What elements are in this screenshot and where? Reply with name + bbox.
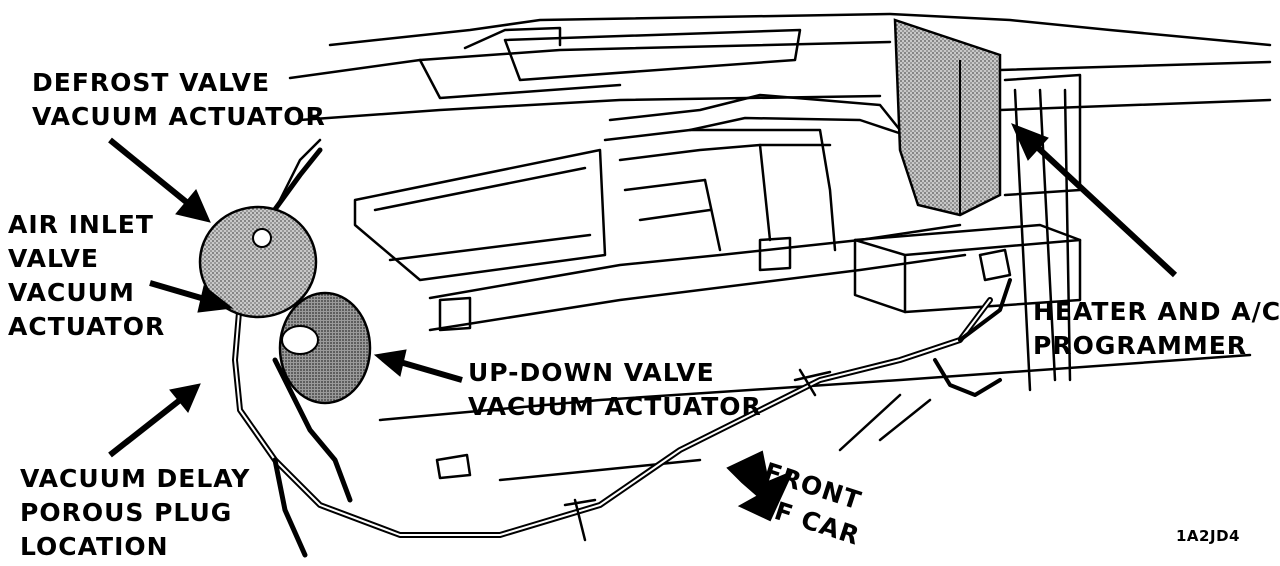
mounting-stud-left xyxy=(438,296,472,332)
harness-clip-2 xyxy=(793,368,832,397)
harness-clip-3 xyxy=(978,248,1012,282)
blower-ribs xyxy=(618,143,832,222)
updown-actuator-hub xyxy=(281,325,319,355)
label-air-inlet-valve-actuator: AIR INLET VALVE VACUUM ACTUATOR xyxy=(8,210,166,341)
heater-case-inner xyxy=(373,166,592,262)
vacuum-harness-inner xyxy=(234,299,991,536)
blower-housing xyxy=(603,128,837,252)
right-duct xyxy=(1003,73,1082,197)
programmer-body xyxy=(893,18,1002,217)
defrost-actuator xyxy=(198,205,318,319)
heater-case-outline xyxy=(353,148,607,282)
arrow-defrost-head xyxy=(175,189,211,223)
arrow-vacuum-delay xyxy=(108,397,182,458)
floor-line-2 xyxy=(498,458,702,482)
floor-line-3 xyxy=(838,393,932,452)
dash-right-panel xyxy=(998,60,1272,112)
arrow-heater-head xyxy=(1011,123,1049,161)
label-vacuum-delay-plug: VACUUM DELAY POROUS PLUG LOCATION xyxy=(20,464,251,561)
front-of-car-arrow xyxy=(726,450,794,522)
module-box xyxy=(853,223,1082,314)
heater-case-bottom xyxy=(428,253,967,332)
updown-actuator xyxy=(278,291,372,405)
arrow-updown xyxy=(399,359,463,383)
arrow-air-inlet-head xyxy=(197,285,234,313)
arrow-updown-head xyxy=(373,349,407,377)
label-defrost-valve-actuator: DEFROST VALVE VACUUM ACTUATOR xyxy=(32,68,326,131)
dash-vent-slot xyxy=(463,26,562,50)
dash-lower-edge xyxy=(298,94,882,122)
mounting-clip xyxy=(435,453,472,480)
blower-cover xyxy=(703,143,772,252)
vacuum-hose-drop xyxy=(272,457,308,558)
arrow-heater xyxy=(1032,142,1178,278)
upper-duct xyxy=(608,93,902,132)
label-heater-ac-programmer: HEATER AND A/C PROGRAMMER xyxy=(1033,297,1280,360)
vacuum-hose-branch xyxy=(272,357,353,503)
floor-line xyxy=(378,353,1252,422)
dash-upper-lip xyxy=(288,40,892,80)
label-up-down-valve-actuator: UP-DOWN VALVE VACUUM ACTUATOR xyxy=(468,358,762,421)
arrow-defrost xyxy=(108,137,192,208)
arrow-air-inlet xyxy=(149,280,209,303)
dash-vent-slot-2 xyxy=(503,28,802,82)
dash-vent-edge xyxy=(418,58,622,100)
upper-duct-2 xyxy=(688,116,907,137)
arrow-vacuum-delay-head xyxy=(169,383,201,413)
reference-code: 1A2JD4 xyxy=(1176,527,1240,545)
vacuum-hose-right xyxy=(933,278,1012,397)
dash-top-edge xyxy=(328,12,1272,47)
heater-case-front xyxy=(428,223,962,300)
harness-clip-1 xyxy=(563,498,597,542)
defrost-actuator-hub xyxy=(252,228,272,248)
mounting-stud-center xyxy=(758,236,792,272)
